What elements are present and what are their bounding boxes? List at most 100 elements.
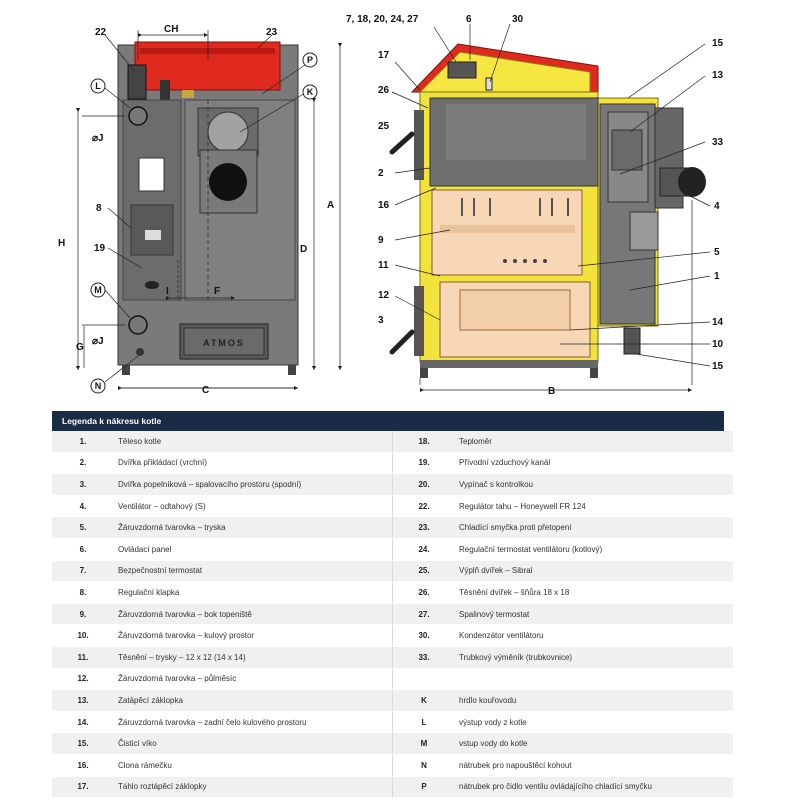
legend-description: Regulační termostat ventilátoru (kotlový… xyxy=(455,538,733,561)
legend-separator xyxy=(392,603,393,626)
legend-description: výstup vody z kotle xyxy=(455,711,733,734)
legend-number: 12. xyxy=(52,668,114,691)
legend-separator xyxy=(392,581,393,604)
legend-number: 5. xyxy=(52,516,114,539)
legend-description: Vypínač s kontrolkou xyxy=(455,473,733,496)
legend-row: 2.Dvířka přikládací (vrchní)19.Přívodní … xyxy=(52,452,733,475)
legend-code: 25. xyxy=(393,560,455,583)
legend-description: Žáruvzdorná tvarovka – bok topeniště xyxy=(114,603,393,626)
callout-26: 26 xyxy=(378,85,390,96)
legend-separator xyxy=(392,624,393,647)
exhaust-fan xyxy=(678,167,706,197)
legend-code: 33. xyxy=(393,646,455,669)
legend-description: Regulátor tahu – Honeywell FR 124 xyxy=(455,495,733,518)
callout-2: 2 xyxy=(378,168,384,179)
dimension-ch: CH xyxy=(164,24,178,35)
callout-7-18-20-24-27: 7, 18, 20, 24, 27 xyxy=(346,14,419,25)
legend-description: Žáruvzdorná tvarovka – půlměsíc xyxy=(114,668,393,691)
dimension-j-bottom: ⌀J xyxy=(92,336,104,347)
section-view-drawing xyxy=(389,23,711,393)
legend-number: 7. xyxy=(52,560,114,583)
legend-separator xyxy=(392,495,393,518)
dimension-c: C xyxy=(202,385,209,396)
legend-code: L xyxy=(393,711,455,734)
legend-number: 1. xyxy=(52,431,114,453)
legend-separator xyxy=(392,689,393,712)
legend-description: vstup vody do kotle xyxy=(455,732,733,755)
legend-description: nátrubek pro čidlo ventilu ovládajícího … xyxy=(455,776,733,799)
legend-description: Ovládací panel xyxy=(114,538,393,561)
dimension-b: B xyxy=(548,386,555,397)
legend-description: Těsnění – trysky – 12 x 12 (14 x 14) xyxy=(114,646,393,669)
callout-n: N xyxy=(95,381,102,391)
front-view-drawing: ATMOS xyxy=(75,30,343,391)
callout-14: 14 xyxy=(712,317,724,328)
legend-description: Kondenzátor ventilátoru xyxy=(455,624,733,647)
dimension-a: A xyxy=(327,200,334,211)
legend-number: 10. xyxy=(52,624,114,647)
legend-code: 27. xyxy=(393,603,455,626)
dimension-g: G xyxy=(76,342,84,353)
legend-description: Táhlo roztápěcí záklopky xyxy=(114,776,393,799)
legend-description: nátrubek pro napouštěcí kohout xyxy=(455,754,733,777)
legend-row: 4.Ventilátor – odtahový (S)22.Regulátor … xyxy=(52,495,733,518)
legend-separator xyxy=(392,560,393,583)
legend-number: 17. xyxy=(52,776,114,799)
legend-code: K xyxy=(393,689,455,712)
dimension-i: I xyxy=(166,286,169,297)
boiler-drawings: ATMOS 22 23 CH L P xyxy=(58,14,724,397)
callout-23: 23 xyxy=(266,27,278,38)
legend-number: 11. xyxy=(52,646,114,669)
legend-number: 8. xyxy=(52,581,114,604)
legend-number: 14. xyxy=(52,711,114,734)
legend-code xyxy=(393,668,455,691)
callout-17: 17 xyxy=(378,50,390,61)
callout-10: 10 xyxy=(712,339,724,350)
control-window xyxy=(138,157,165,192)
legend-description: Žáruvzdorná tvarovka – tryska xyxy=(114,516,393,539)
legend-description: Bezpečnostní termostat xyxy=(114,560,393,583)
legend-description: Výplň dvířek – Sibral xyxy=(455,560,733,583)
legend-description: Spalinový termostat xyxy=(455,603,733,626)
callout-3: 3 xyxy=(378,315,384,326)
legend-description xyxy=(455,668,733,691)
legend-separator xyxy=(392,711,393,734)
legend-number: 15. xyxy=(52,732,114,755)
legend-code: N xyxy=(393,754,455,777)
legend-separator xyxy=(392,776,393,799)
legend-description: Dvířka přikládací (vrchní) xyxy=(114,452,393,475)
callout-16: 16 xyxy=(378,200,390,211)
callout-8: 8 xyxy=(96,203,102,214)
legend-title: Legenda k nákresu kotle xyxy=(52,411,724,431)
legend-separator xyxy=(392,646,393,669)
legend-description: Chladící smyčka proti přetopení xyxy=(455,516,733,539)
legend-description: Žáruvzdorná tvarovka – zadní čelo kulové… xyxy=(114,711,393,734)
callout-k: K xyxy=(307,87,314,97)
legend-description: Clona rámečku xyxy=(114,754,393,777)
callout-5: 5 xyxy=(714,247,720,258)
legend-description: Přívodní vzduchový kanál xyxy=(455,452,733,475)
legend-code: M xyxy=(393,732,455,755)
legend-row: 10.Žáruvzdorná tvarovka – kulový prostor… xyxy=(52,624,733,647)
legend-separator xyxy=(392,431,393,453)
legend-row: 11.Těsnění – trysky – 12 x 12 (14 x 14)3… xyxy=(52,646,733,669)
legend-description: Čisticí víko xyxy=(114,732,393,755)
legend-number: 3. xyxy=(52,473,114,496)
legend-separator xyxy=(392,452,393,475)
callout-p: P xyxy=(307,55,313,65)
legend-description: Těleso kotle xyxy=(114,431,393,453)
legend-code: 18. xyxy=(393,431,455,453)
legend-separator xyxy=(392,732,393,755)
callout-13: 13 xyxy=(712,70,724,81)
legend-code: 19. xyxy=(393,452,455,475)
legend-code: 26. xyxy=(393,581,455,604)
legend-description: Regulační klapka xyxy=(114,581,393,604)
callout-m: M xyxy=(94,285,102,295)
callout-30: 30 xyxy=(512,14,524,25)
